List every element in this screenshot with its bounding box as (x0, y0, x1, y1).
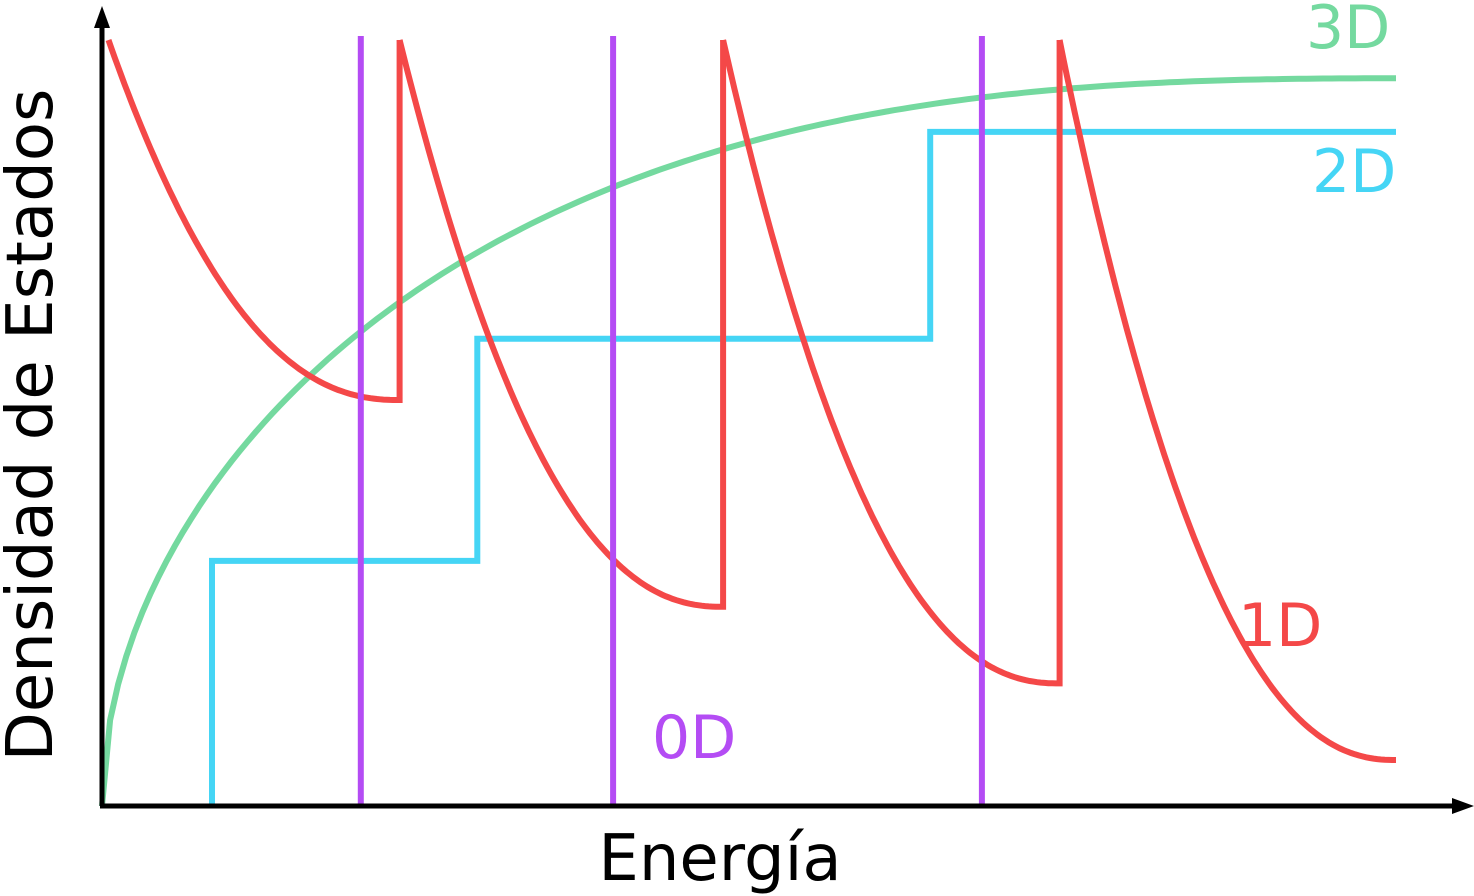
y-axis-label: Densidad de Estados (0, 89, 68, 762)
series-1d-segment-4 (1056, 39, 1396, 763)
series-1d-segment-1 (105, 39, 403, 403)
labels-layer: Energía Densidad de Estados 3D 2D 1D 0D (0, 0, 1396, 896)
axes-layer (94, 6, 1474, 814)
series-layer (99, 36, 1396, 807)
series-3d-line (99, 75, 1396, 807)
series-label-2d: 2D (1312, 137, 1396, 207)
series-label-0d: 0D (652, 703, 736, 773)
series-label-1d: 1D (1238, 591, 1322, 661)
x-axis-label: Energía (598, 822, 841, 896)
series-1d-segment-3 (720, 39, 1063, 687)
series-label-3d: 3D (1306, 0, 1390, 63)
y-axis-arrowhead (94, 6, 110, 28)
series-1d-segment-2 (396, 39, 727, 610)
x-axis-arrowhead (1452, 798, 1474, 814)
series-2d-step-line (209, 128, 1396, 806)
